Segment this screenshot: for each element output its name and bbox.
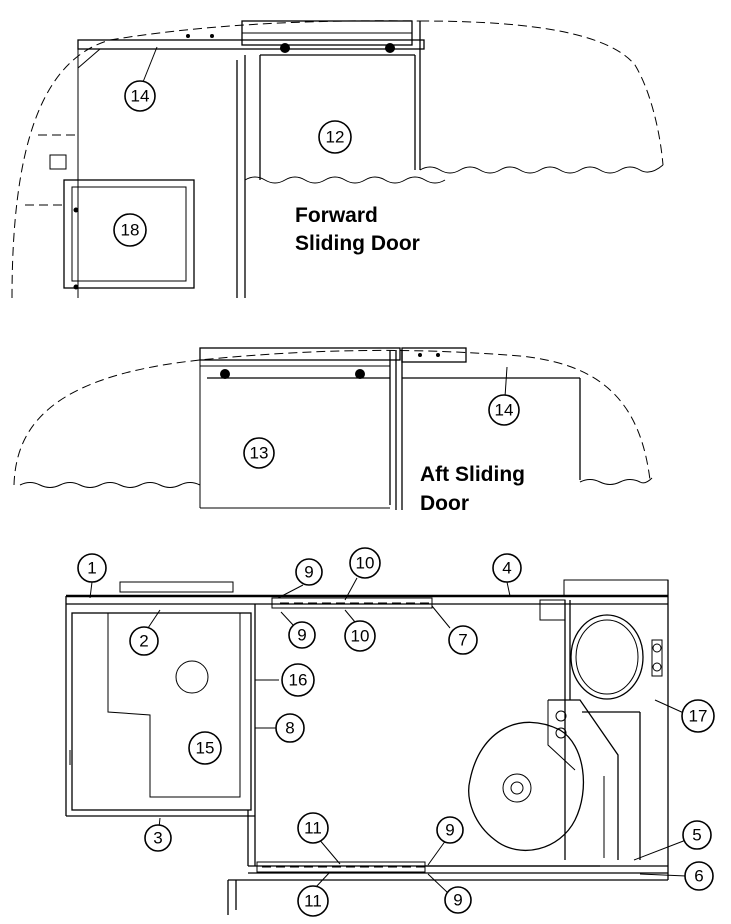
callout-9-top-lower: 9 [288,621,316,649]
svg-text:10: 10 [351,627,370,646]
callout-9-top: 9 [295,558,323,586]
svg-text:11: 11 [304,819,322,838]
aft-sliding-door-view: 13 14 Aft Sliding Door [13,347,653,515]
svg-text:1: 1 [87,559,96,578]
svg-text:17: 17 [689,707,708,726]
forward-caption-line1: Forward [295,204,378,227]
svg-text:14: 14 [131,87,150,106]
callout-14-forward: 14 [124,80,156,112]
callout-16: 16 [281,663,315,697]
svg-text:9: 9 [445,821,454,840]
callout-17: 17 [681,699,715,733]
svg-text:9: 9 [304,563,313,582]
svg-text:6: 6 [694,867,703,886]
callout-5: 5 [682,820,712,850]
callout-4: 4 [492,553,522,583]
aft-caption-line1: Aft Sliding [420,463,525,486]
svg-text:14: 14 [495,401,514,420]
svg-text:13: 13 [250,444,269,463]
callout-8: 8 [275,713,305,743]
callout-11-upper: 11 [297,812,329,844]
svg-text:8: 8 [285,719,294,738]
callout-10-lower: 10 [344,620,376,652]
callout-14-aft: 14 [488,394,520,426]
callout-11-lower: 11 [297,885,329,917]
callout-3: 3 [144,824,172,852]
aft-caption-line2: Door [420,492,469,515]
callout-18: 18 [113,213,147,247]
callout-9-bottom: 9 [444,886,472,914]
svg-text:16: 16 [289,671,308,690]
callout-10-top: 10 [349,547,381,579]
svg-text:9: 9 [453,891,462,910]
svg-text:11: 11 [304,892,322,911]
svg-text:15: 15 [196,739,215,758]
svg-text:12: 12 [326,128,345,147]
svg-text:2: 2 [139,632,148,651]
callout-13: 13 [243,437,275,469]
callout-6: 6 [684,861,714,891]
svg-text:10: 10 [356,554,375,573]
callout-12: 12 [318,120,352,154]
svg-text:3: 3 [153,829,162,848]
svg-text:5: 5 [692,826,701,845]
svg-text:18: 18 [121,221,140,240]
callout-9-bottom-upper: 9 [436,816,464,844]
svg-text:9: 9 [297,626,306,645]
callout-7: 7 [448,625,478,655]
callout-15: 15 [188,731,222,765]
callout-2: 2 [129,626,159,656]
svg-text:7: 7 [458,631,467,650]
callout-1: 1 [77,553,107,583]
svg-text:4: 4 [502,559,511,578]
forward-sliding-door-view: 14 12 18 Forward Sliding Door [11,20,664,299]
floor-plan-view: 1 2 3 4 5 6 7 8 9 9 9 9 10 10 11 11 15 1… [65,547,715,917]
forward-caption-line2: Sliding Door [295,232,420,255]
